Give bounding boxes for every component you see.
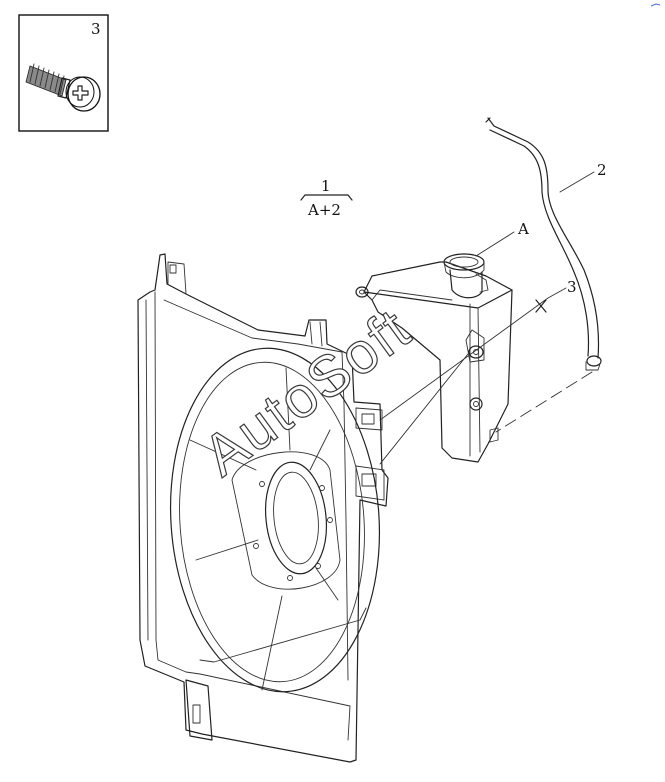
screw-number: 3: [567, 278, 577, 296]
fan-shroud: [137, 253, 389, 763]
inset-number: 3: [91, 20, 101, 38]
assembly-number: 1: [321, 177, 331, 195]
leader-lines: 2 A 3: [379, 161, 607, 465]
cap-icon: [443, 253, 489, 299]
coolant-reservoir: [355, 253, 513, 463]
assembly-callout: 1 A+2: [300, 177, 353, 219]
assembly-parts-label: A+2: [307, 201, 341, 219]
watermark: AutoSoft: [191, 296, 422, 489]
corner-mark: [650, 3, 661, 7]
screw-icon: [25, 63, 101, 112]
hose-number: 2: [597, 161, 607, 179]
cap-label: A: [517, 220, 529, 238]
overflow-hose: [485, 117, 602, 433]
screw-detail-inset: 3: [18, 14, 109, 132]
